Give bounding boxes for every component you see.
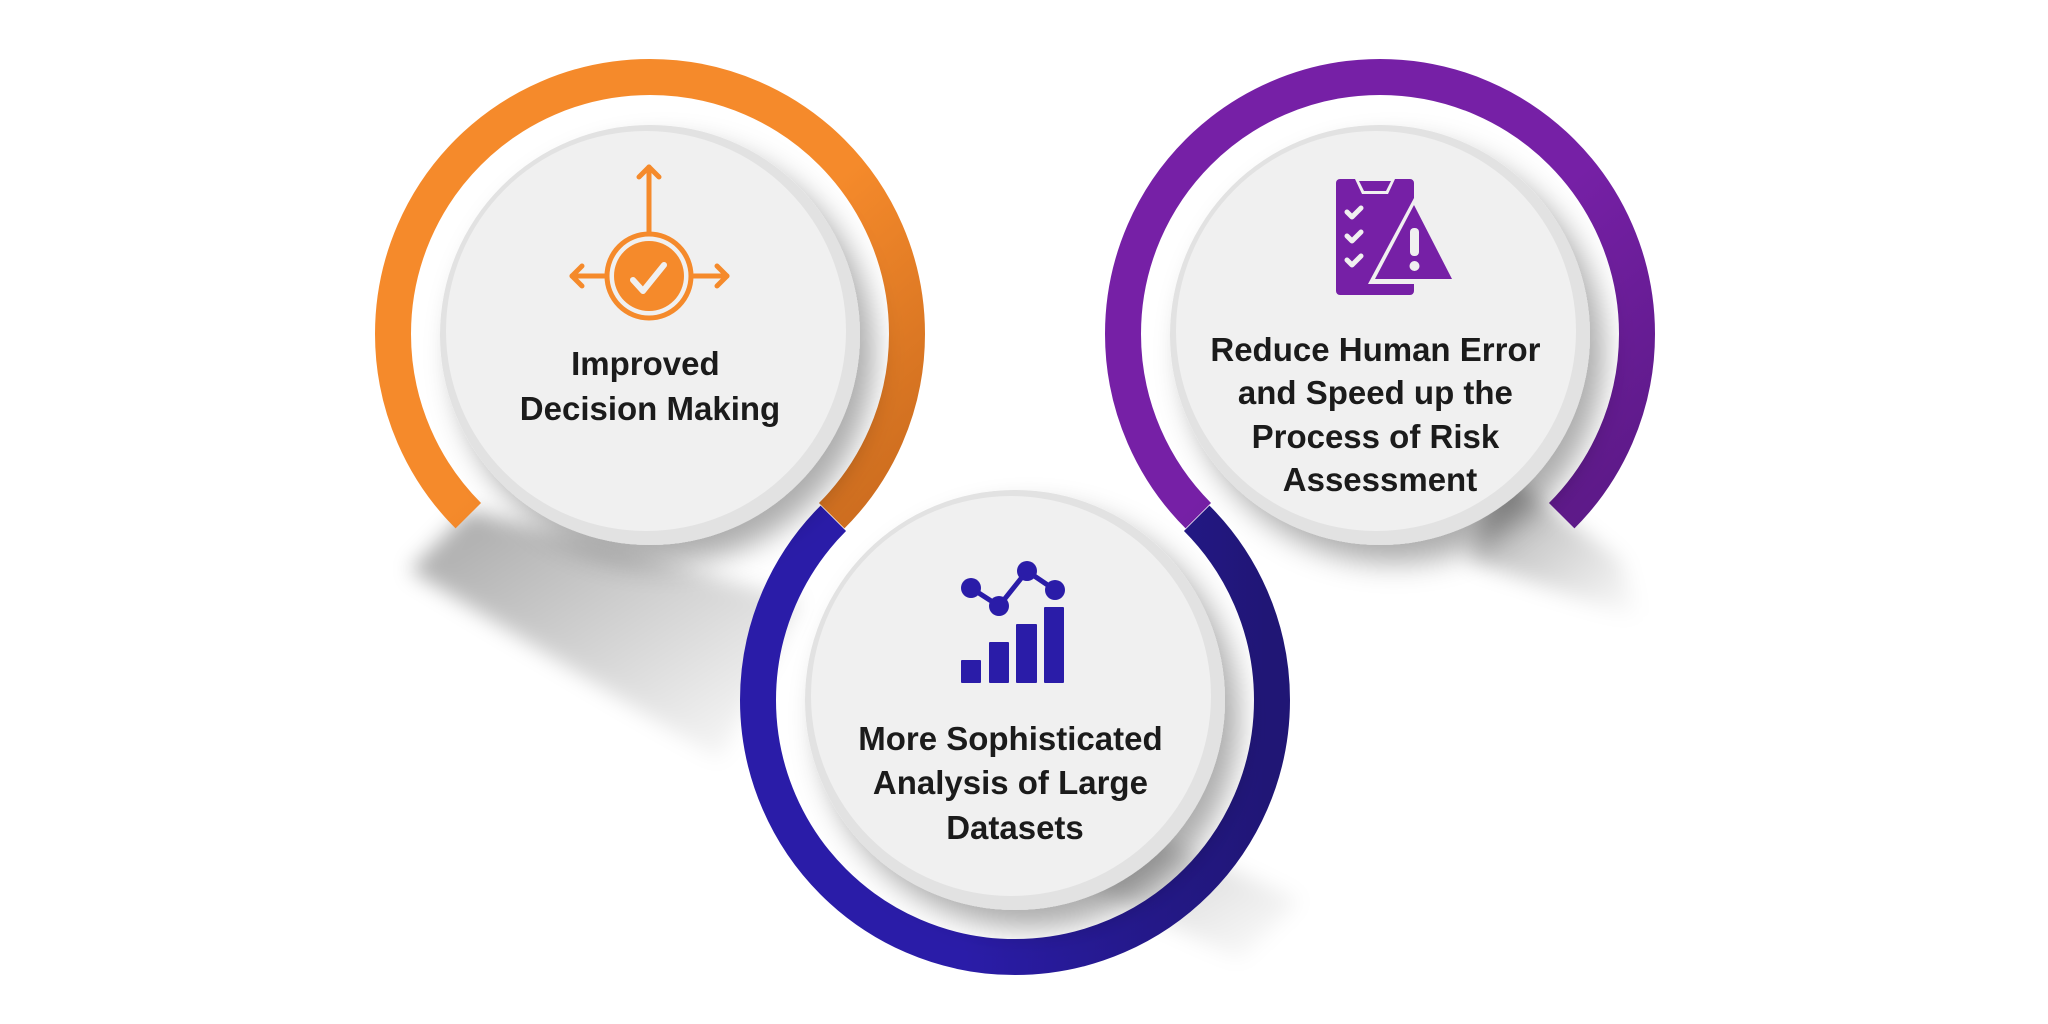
decision-label: Improved Decision Making <box>520 345 780 427</box>
label-line: Analysis of Large <box>873 764 1148 801</box>
analysis-card <box>805 490 1225 910</box>
risk-card <box>1170 125 1590 545</box>
label-line: Decision Making <box>520 390 780 427</box>
label-line: and Speed up the <box>1238 374 1513 411</box>
clipboard-warning-icon <box>1336 179 1458 295</box>
analysis-label: More Sophisticated Analysis of Large Dat… <box>858 720 1172 846</box>
label-line: Process of Risk <box>1252 418 1500 455</box>
label-line: Assessment <box>1283 461 1477 498</box>
analysis-ring <box>740 505 1290 975</box>
decision-card <box>440 125 860 545</box>
label-line: More Sophisticated <box>858 720 1162 757</box>
decision-arrows-check-icon <box>569 164 730 321</box>
label-line: Improved <box>571 345 720 382</box>
risk-ring <box>1105 59 1655 529</box>
label-line: Reduce Human Error <box>1210 331 1540 368</box>
label-line: Datasets <box>946 809 1084 846</box>
chart-analytics-icon <box>961 561 1065 683</box>
risk-label: Reduce Human Error and Speed up the Proc… <box>1210 331 1549 498</box>
decision-ring <box>375 59 925 529</box>
